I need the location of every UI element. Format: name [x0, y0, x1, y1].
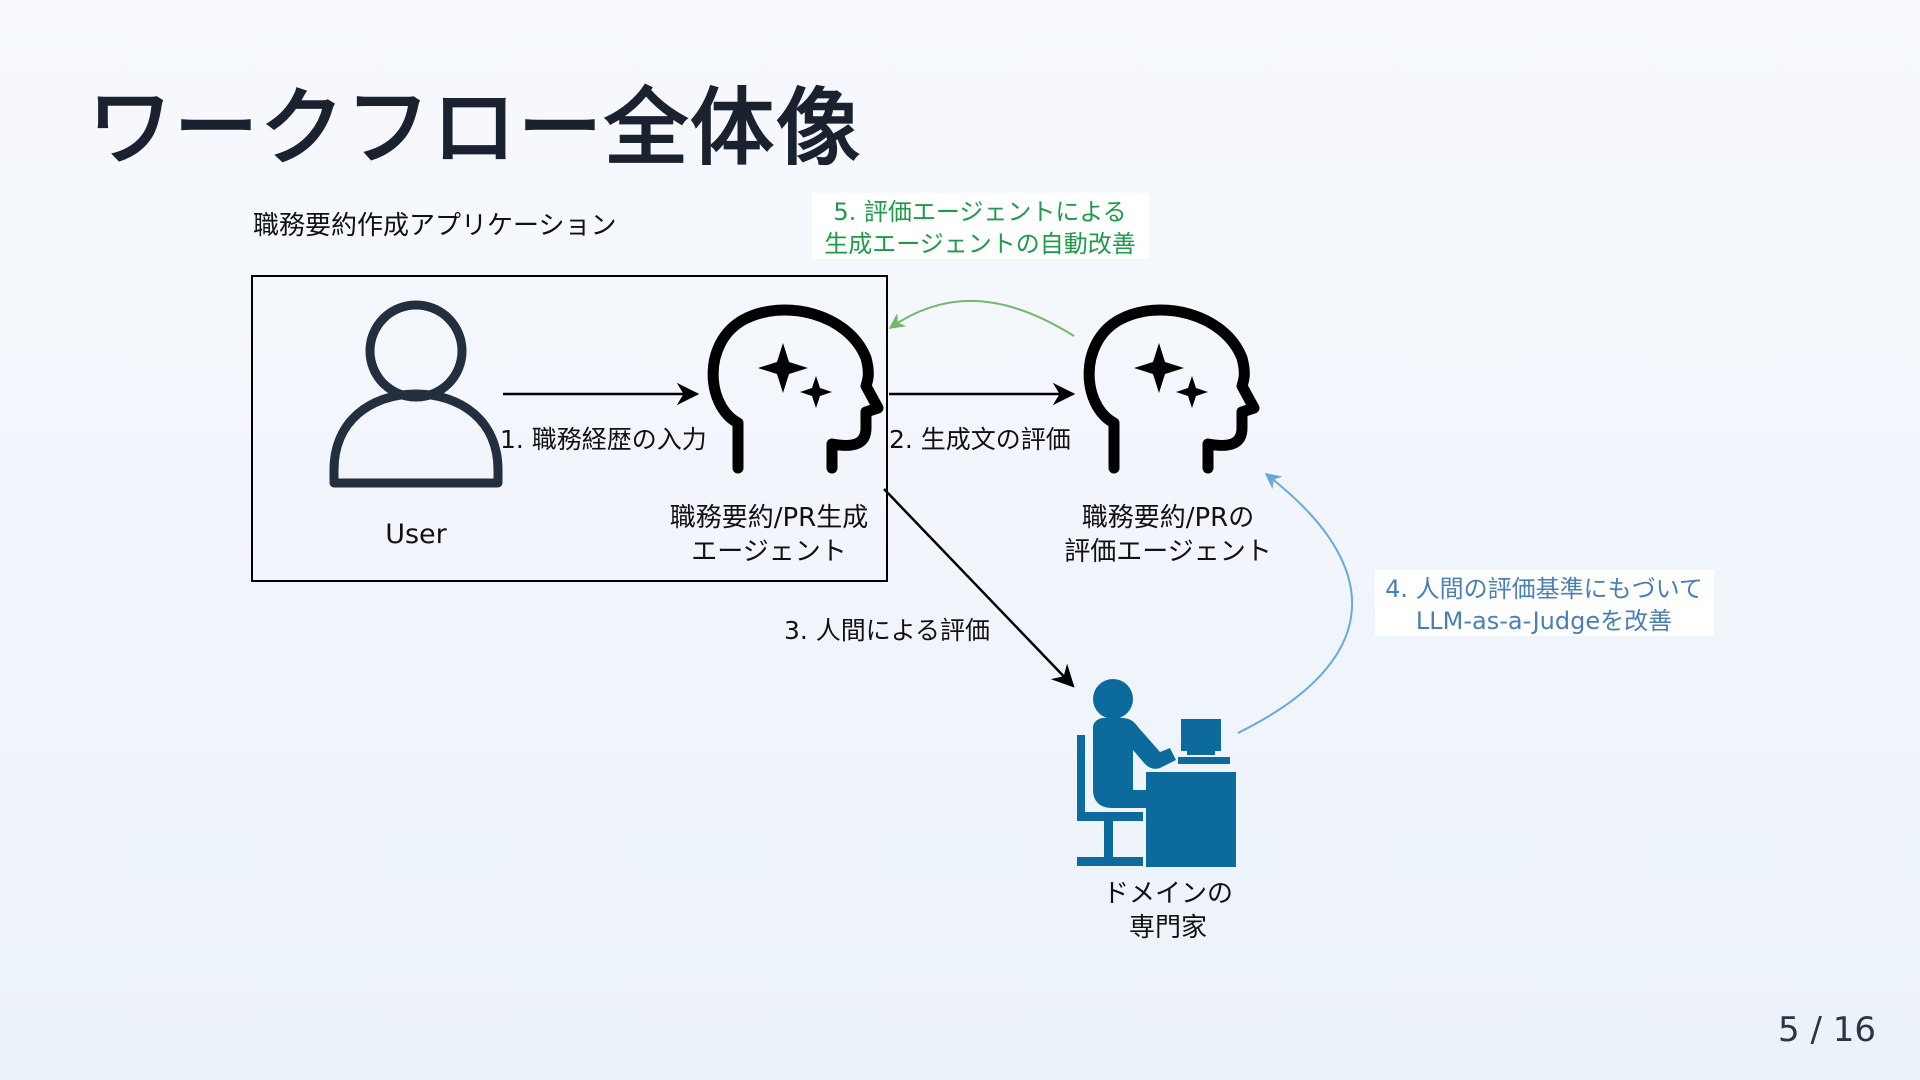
step4-label-line1: 4. 人間の評価基準にもづいて	[1385, 575, 1703, 603]
step2-label: 2. 生成文の評価	[889, 425, 1071, 454]
generation-agent-icon	[713, 310, 878, 468]
evaluation-agent-icon	[1089, 310, 1254, 468]
evaluation-agent-label-line1: 職務要約/PRの	[1082, 503, 1255, 533]
arrow-step4	[1237, 473, 1353, 734]
domain-expert-label-line1: ドメインの	[1103, 879, 1233, 909]
step4-label-background	[1375, 570, 1714, 636]
slide-page-number: 5 / 16	[1778, 1010, 1876, 1050]
arrow-step3	[883, 488, 1075, 688]
step4-label-line2: LLM-as-a-Judgeを改善	[1416, 607, 1672, 635]
generation-agent-label-line1: 職務要約/PR生成	[670, 503, 869, 533]
step3-label: 3. 人間による評価	[784, 616, 990, 645]
app-boundary-box	[251, 275, 888, 582]
step5-label-background	[812, 193, 1149, 259]
user-icon	[329, 300, 503, 488]
app-label: 職務要約作成アプリケーション	[253, 211, 616, 241]
step5-label-line1: 5. 評価エージェントによる	[833, 198, 1126, 226]
generation-agent-label-line2: エージェント	[691, 537, 846, 567]
user-label: User	[385, 519, 447, 550]
slide-title: ワークフロー全体像	[88, 79, 863, 177]
domain-expert-icon	[1077, 679, 1236, 867]
arrow-step5	[888, 299, 1075, 337]
evaluation-agent-label-line2: 評価エージェント	[1064, 537, 1271, 567]
step1-label: 1. 職務経歴の入力	[500, 425, 707, 454]
domain-expert-label-line2: 専門家	[1129, 913, 1207, 943]
step5-label-line2: 生成エージェントの自動改善	[824, 230, 1136, 258]
